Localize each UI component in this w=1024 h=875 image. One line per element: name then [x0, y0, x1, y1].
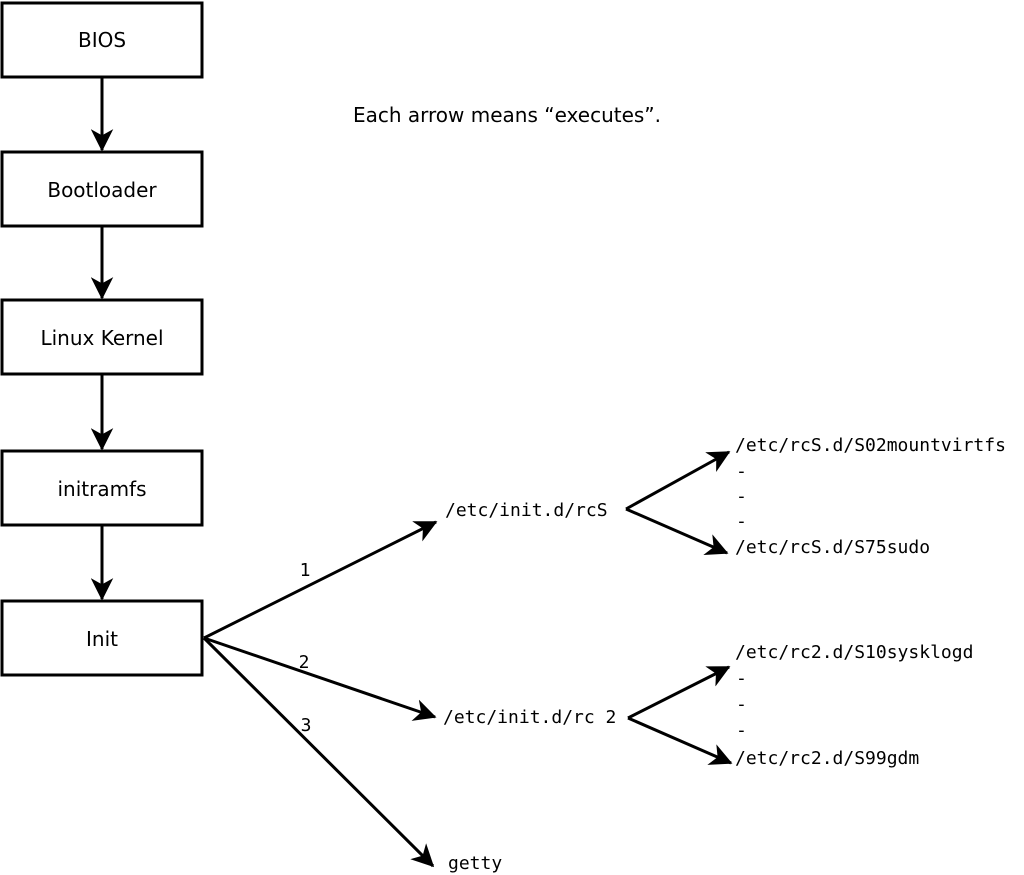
rc2-item-last: /etc/rc2.d/S99gdm — [735, 748, 919, 769]
node-bootloader — [0, 150, 204, 228]
arrow-rc2-to-last — [627, 716, 733, 765]
rc2-script-text: /etc/init.d/rc 2 — [443, 707, 616, 728]
node-bootloader-label: Bootloader — [47, 178, 157, 202]
node-init-label: Init — [86, 627, 118, 651]
arrow-number-3: 3 — [301, 715, 312, 736]
arrow-rcs-to-first — [625, 450, 731, 511]
arrow-number-2: 2 — [299, 652, 310, 673]
rcs-item-dash-2: - — [736, 486, 747, 507]
node-bios — [0, 1, 204, 79]
caption: Each arrow means “executes”. — [353, 103, 661, 127]
rc2-item-dash-1: - — [736, 668, 747, 689]
node-bios-label: BIOS — [78, 28, 126, 52]
node-initramfs — [0, 449, 204, 527]
arrow-rcs-to-last — [625, 507, 729, 555]
rcs-item-last: /etc/rcS.d/S75sudo — [735, 537, 930, 558]
arrow-rc2-to-first — [627, 665, 731, 720]
node-initramfs-label: initramfs — [57, 477, 146, 501]
rcs-item-dash-3: - — [736, 511, 747, 532]
arrow-init-to-rcs — [203, 520, 438, 640]
node-init — [0, 599, 204, 677]
getty-text: getty — [448, 853, 502, 874]
rcs-item-first: /etc/rcS.d/S02mountvirtfs — [735, 435, 1006, 456]
arrow-number-1: 1 — [300, 560, 311, 581]
rc2-item-dash-2: - — [736, 694, 747, 715]
node-linux-kernel-label: Linux Kernel — [40, 326, 163, 350]
rc2-item-dash-3: - — [736, 720, 747, 741]
arrow-init-to-getty — [202, 636, 435, 868]
rcs-script-text: /etc/init.d/rcS — [445, 500, 608, 521]
arrow-init-to-rc2 — [203, 636, 437, 721]
rc2-item-first: /etc/rc2.d/S10sysklogd — [735, 642, 973, 663]
rcs-item-dash-1: - — [736, 461, 747, 482]
